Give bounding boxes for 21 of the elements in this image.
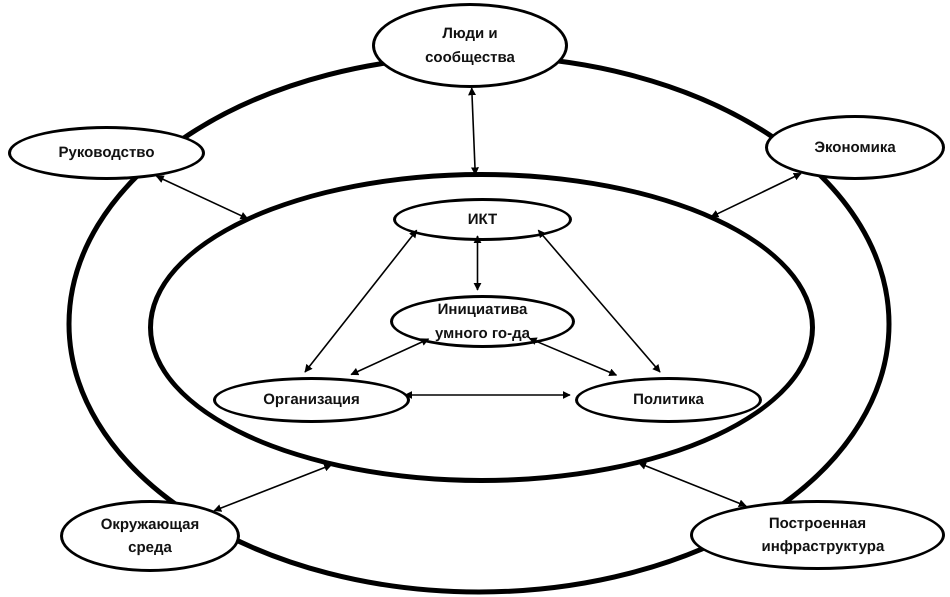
double-arrow [404,391,571,399]
double-arrow [468,87,479,176]
double-arrow [213,464,332,512]
double-arrow [638,462,747,508]
double-arrow [528,338,618,376]
ellipse-frame [148,172,815,483]
double-arrow [538,230,661,373]
double-arrow [304,230,418,373]
double-arrow [710,172,802,218]
node-label: Политика [632,390,705,410]
node-label: Инициатива умного го-да [434,300,531,344]
node-label: Руководство [57,143,156,164]
double-arrow [474,235,482,291]
double-arrow [350,338,430,376]
node-label: Окружающая среда [100,514,200,558]
node-label: Организация [262,390,361,410]
double-arrow [156,176,248,220]
node-label: Построенная инфраструктура [760,514,886,557]
node-label: Люди и сообщества [424,24,516,68]
node-label: Экономика [813,138,897,158]
node-label: ИКТ [466,210,498,230]
